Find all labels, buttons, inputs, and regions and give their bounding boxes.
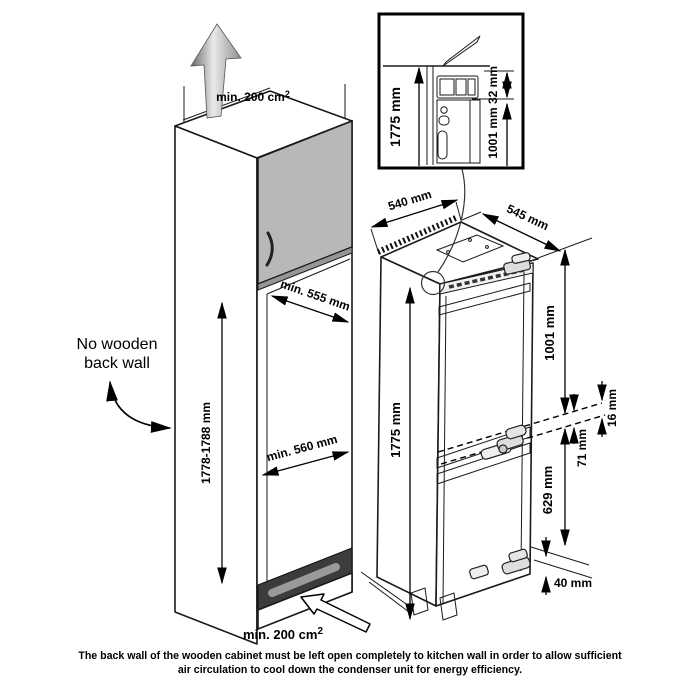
no-back-wall-note-line2: back wall xyxy=(84,355,150,372)
bottom-hinge xyxy=(469,548,531,580)
dim-40-label: 40 mm xyxy=(554,576,592,590)
inset-border xyxy=(377,12,525,170)
middle-rail-1 xyxy=(436,426,531,469)
dim-629-label: 629 mm xyxy=(540,466,555,514)
dim-line-560 xyxy=(261,451,350,476)
ventilation-flap xyxy=(442,35,481,67)
inset-dim-1001-label: 1001 mm xyxy=(486,107,500,158)
fridge-section-body xyxy=(436,99,481,164)
caption-line1: The back wall of the wooden cabinet must… xyxy=(78,650,622,662)
fridge-foot xyxy=(439,592,458,621)
dim-line-545 xyxy=(481,213,562,252)
floor-line xyxy=(360,571,410,607)
caption: The back wall of the wooden cabinet must… xyxy=(0,650,700,677)
dim-line-540 xyxy=(370,199,459,228)
inset-leader-line xyxy=(437,168,466,273)
inset-dim-1775-label: 1775 mm xyxy=(387,87,403,147)
dim-1778-label: 1778-1788 mm xyxy=(199,402,213,484)
hinge-housing xyxy=(436,75,479,99)
dim-1001-label: 1001 mm xyxy=(542,305,557,361)
detail-callout-circle xyxy=(420,270,446,296)
caption-line2: air circulation to cool down the condens… xyxy=(177,663,523,676)
dim-line-555 xyxy=(270,295,350,323)
floor-line xyxy=(533,559,593,579)
upper-mounting-rail xyxy=(438,282,531,316)
no-back-wall-note-line1: No wooden xyxy=(77,336,158,353)
dim-1775-label: 1775 mm xyxy=(388,402,403,458)
curved-pointer-arrow xyxy=(106,380,172,433)
door-handle xyxy=(265,231,274,267)
inset-detail: 1775 mm 32 mm 1001 mm xyxy=(377,12,525,170)
dim-16-label: 16 mm xyxy=(605,389,619,427)
inset-dim-32-label: 32 mm xyxy=(486,66,500,104)
cabinet-divider xyxy=(257,246,353,291)
bottom-vent-arrow xyxy=(300,593,371,633)
bottom-vent-label: min. 200 cm2 xyxy=(243,626,323,642)
dim-71-label: 71 mm xyxy=(575,429,589,467)
middle-hinge xyxy=(480,424,527,460)
airflow-up-arrow xyxy=(190,23,242,119)
wooden-cabinet xyxy=(174,84,353,645)
section-vent-slot xyxy=(437,130,448,160)
cabinet-left-panel xyxy=(174,125,258,645)
section-screw xyxy=(440,106,448,114)
dim-545-label: 545 mm xyxy=(504,202,550,234)
refrigerator xyxy=(360,168,606,621)
floor-line xyxy=(530,546,590,566)
plinth-vent-slot xyxy=(268,563,340,597)
floor-line xyxy=(368,581,410,613)
fridge-left-face xyxy=(376,256,441,607)
top-hinge xyxy=(503,252,532,275)
top-vent-label: min. 200 cm2 xyxy=(216,89,290,104)
condenser-fins xyxy=(376,214,460,255)
